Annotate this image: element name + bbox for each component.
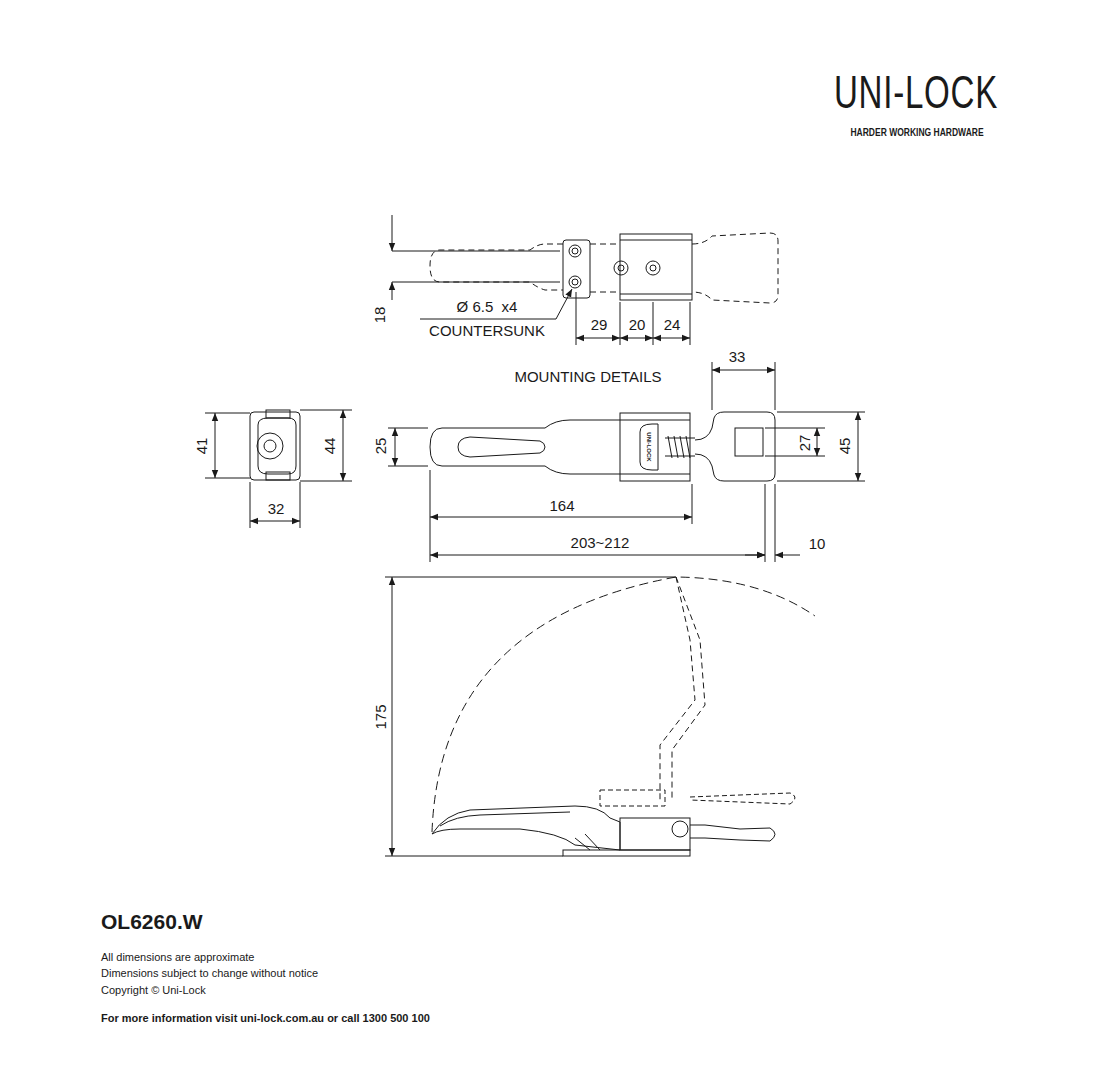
dimension: 41	[193, 438, 210, 455]
dimension: 44	[321, 438, 338, 455]
dimension: 24	[664, 316, 681, 333]
dimension: 32	[268, 500, 285, 517]
hole-callout: Ø 6.5 x4	[457, 298, 518, 315]
note: Copyright © Uni-Lock	[101, 984, 206, 997]
body-marking: UNI-LOCK	[646, 431, 653, 462]
dimension: 164	[549, 497, 574, 514]
dimension: 18	[371, 307, 388, 324]
dimension: 27	[796, 435, 813, 452]
contact-note: For more information visit uni-lock.com.…	[101, 1012, 430, 1025]
dimension: 175	[372, 704, 389, 729]
side-view	[385, 577, 815, 856]
mounting-view	[392, 215, 778, 345]
dimension: 20	[629, 316, 646, 333]
brand-tagline: HARDER WORKING HARDWARE	[850, 127, 983, 139]
note: All dimensions are approximate	[101, 951, 254, 964]
front-view	[388, 362, 865, 562]
hole-callout: COUNTERSUNK	[429, 322, 545, 339]
model-title: OL6260.W	[101, 910, 203, 934]
end-view	[205, 410, 352, 528]
view-label: MOUNTING DETAILS	[514, 368, 661, 385]
dimension: 45	[836, 438, 853, 455]
note: Dimensions subject to change without not…	[101, 967, 318, 980]
dimension: 203~212	[571, 534, 630, 551]
brand-logo: UNI-LOCK	[834, 66, 998, 119]
dimension: 10	[809, 535, 826, 552]
dimension: 33	[729, 348, 746, 365]
dimension: 29	[591, 316, 608, 333]
dimension: 25	[372, 438, 389, 455]
